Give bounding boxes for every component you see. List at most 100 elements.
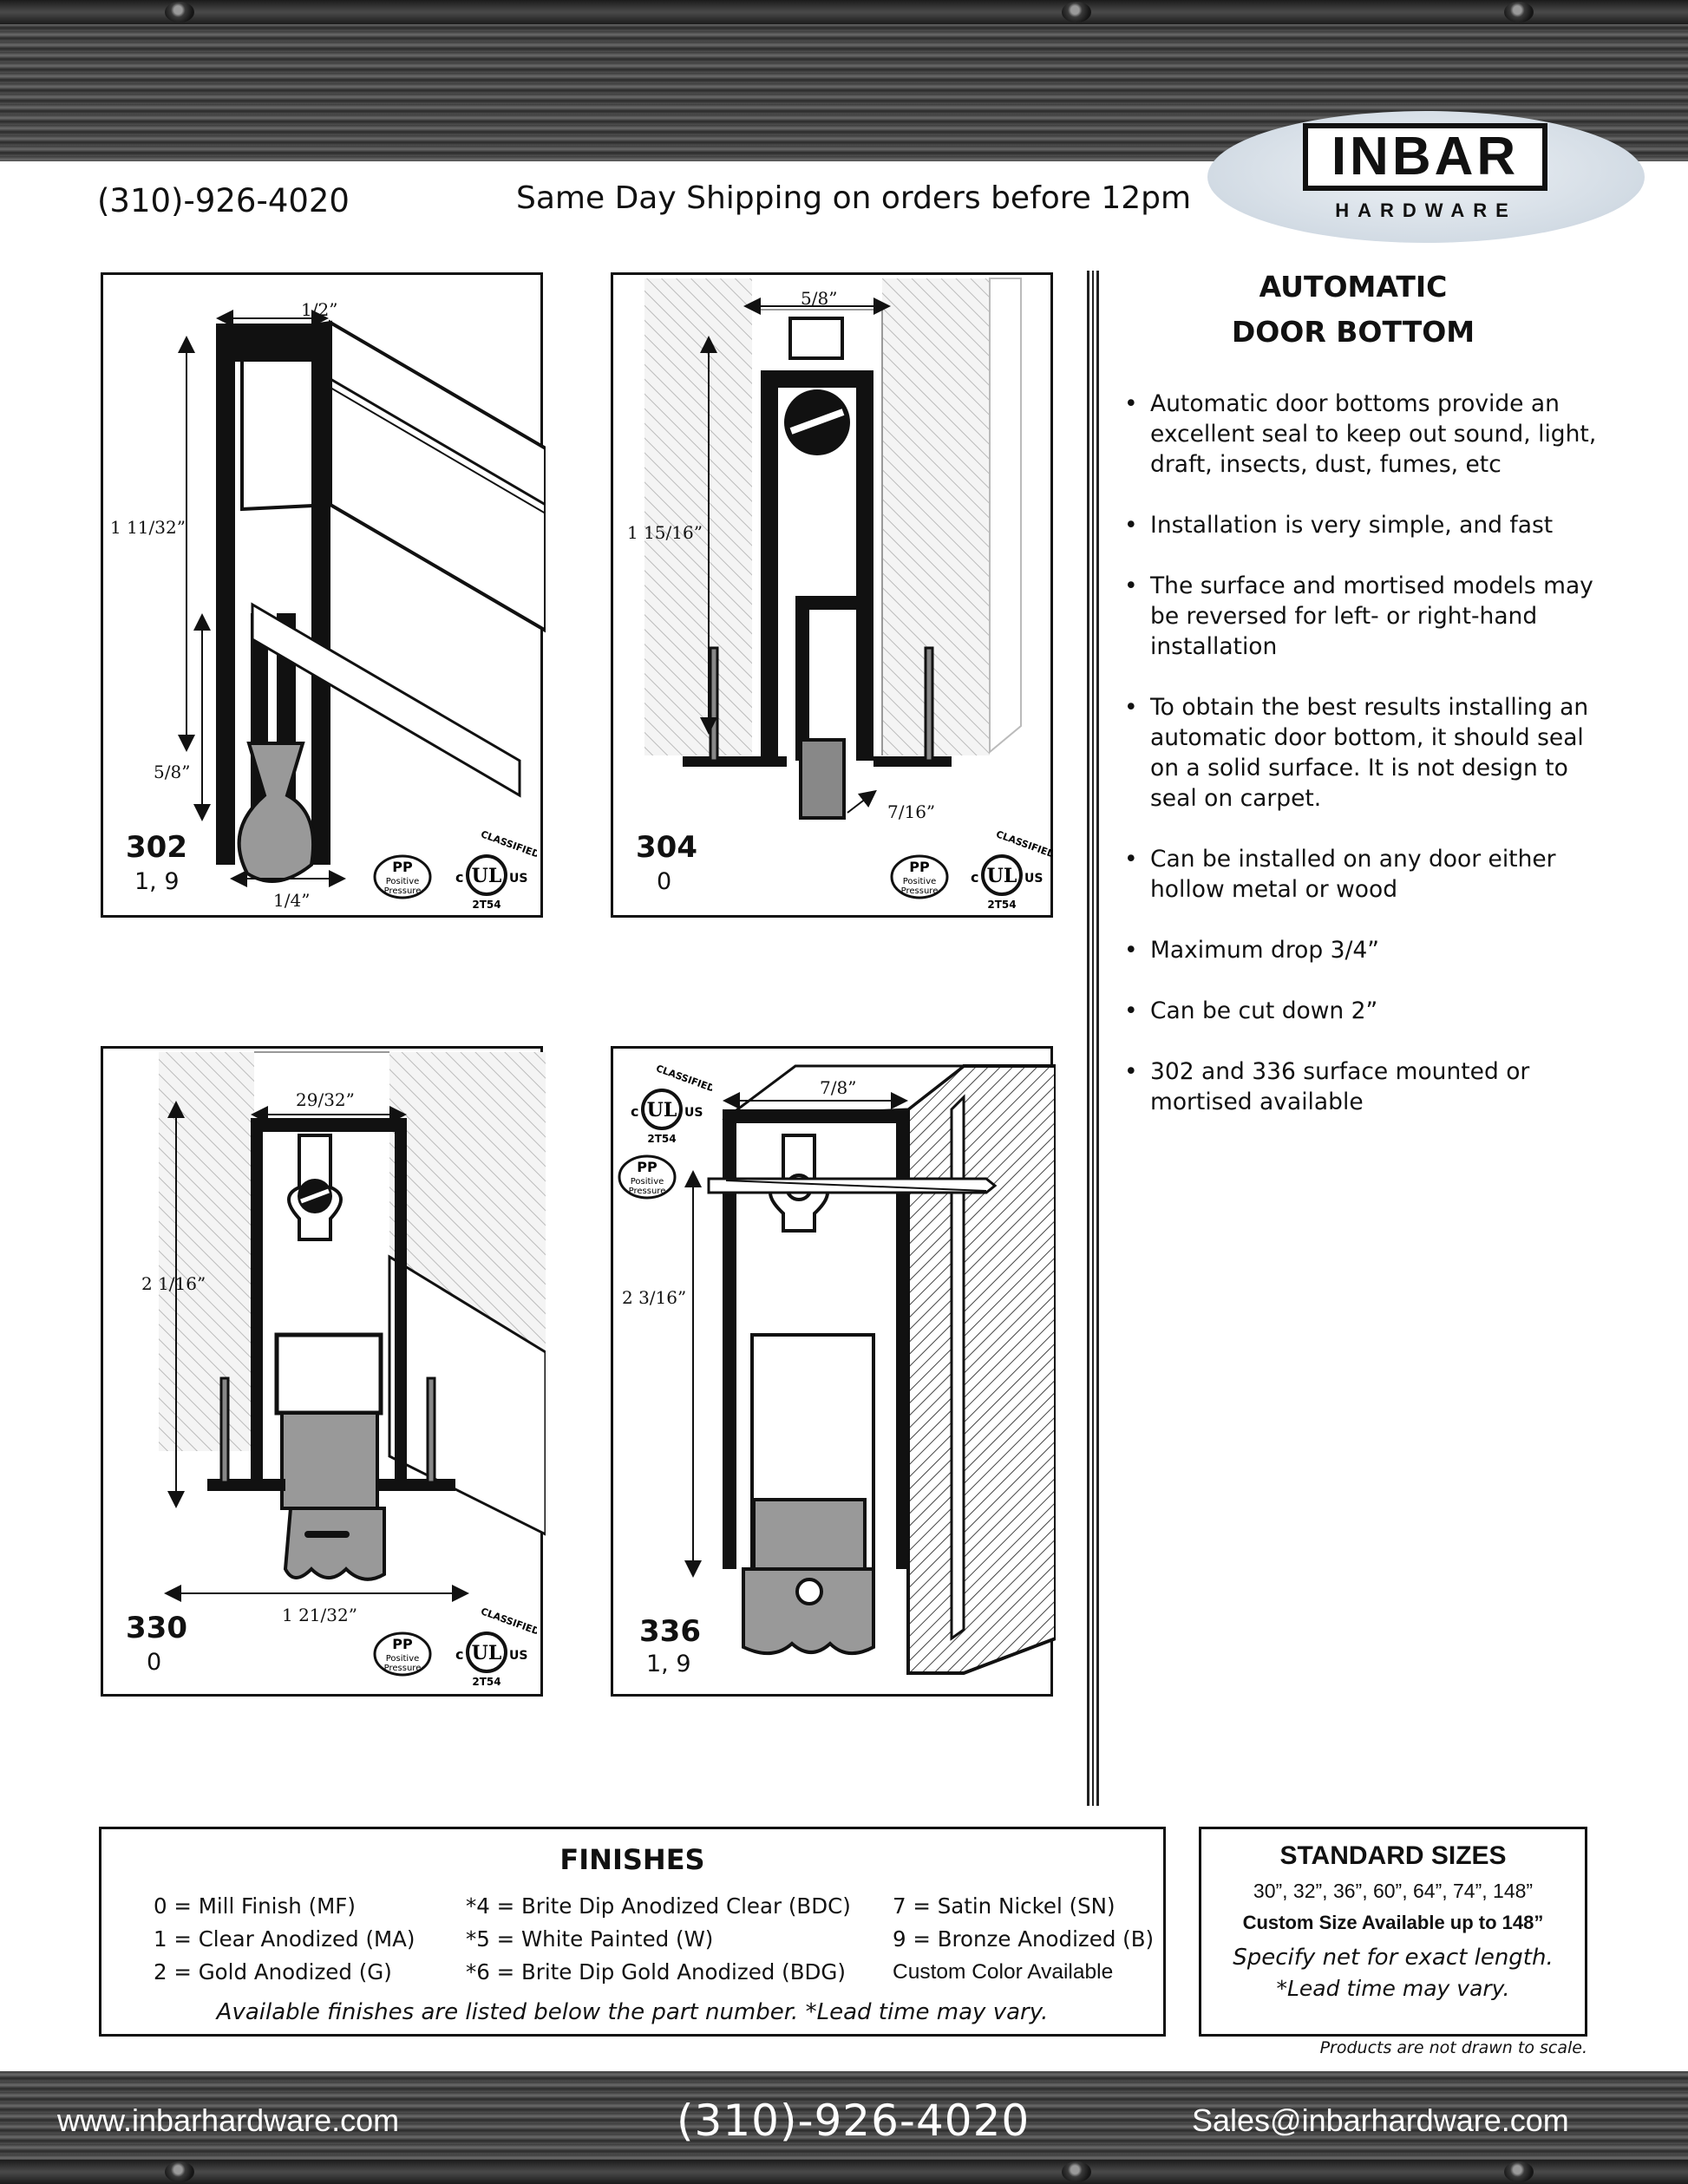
finish-item: 7 = Satin Nickel (SN) xyxy=(893,1893,1116,1919)
svg-text:c: c xyxy=(631,1103,638,1120)
finish-item: 2 = Gold Anodized (G) xyxy=(154,1959,392,1985)
inbar-logo[interactable]: INBAR HARDWARE xyxy=(1207,111,1645,243)
sizes-lead-time: *Lead time may vary. xyxy=(1276,1976,1510,2001)
vertical-divider xyxy=(1087,271,1099,1806)
bolt-icon xyxy=(1504,2,1534,23)
finish-item: *6 = Brite Dip Gold Anodized (BDG) xyxy=(466,1959,846,1985)
svg-text:Pressure: Pressure xyxy=(901,886,939,896)
svg-text:2T54: 2T54 xyxy=(987,899,1016,911)
svg-text:US: US xyxy=(684,1106,703,1120)
diagram-panel-330: 29/32” 2 1/16” 1 21/32” 330 0 PP Positiv… xyxy=(101,1046,546,1697)
svg-text:PP: PP xyxy=(637,1159,658,1175)
logo-subtitle: HARDWARE xyxy=(1335,199,1517,221)
dim-base: 1 21/32” xyxy=(282,1605,357,1625)
dim-seal: 7/16” xyxy=(887,801,935,822)
svg-text:Positive: Positive xyxy=(386,1654,420,1664)
bolt-icon xyxy=(165,2161,194,2182)
svg-text:US: US xyxy=(509,872,527,886)
top-metal-bar xyxy=(0,0,1688,161)
finish-item: *5 = White Painted (W) xyxy=(466,1926,714,1952)
feature-item: Can be cut down 2” xyxy=(1124,996,1619,1026)
finishes-note: Available finishes are listed below the … xyxy=(216,1999,1049,2025)
finishes-title: FINISHES xyxy=(559,1843,705,1876)
svg-text:c: c xyxy=(455,869,463,886)
model-number: 330 xyxy=(126,1611,187,1645)
feature-item: Automatic door bottoms provide an excell… xyxy=(1124,389,1619,480)
svg-text:US: US xyxy=(1024,872,1043,886)
top-rim xyxy=(0,0,1688,24)
svg-text:Positive: Positive xyxy=(631,1177,664,1187)
svg-text:PP: PP xyxy=(392,1636,413,1652)
diagram-302-drawing: 1/2” 1 11/32” 5/8” 1/4” xyxy=(110,299,546,911)
dim-height: 2 1/16” xyxy=(141,1273,206,1294)
model-finishes: 1, 9 xyxy=(134,868,180,895)
shipping-banner: Same Day Shipping on orders before 12pm xyxy=(516,180,1192,216)
sizes-custom: Custom Size Available up to 148” xyxy=(1242,1912,1544,1933)
dim-width: 5/8” xyxy=(801,288,837,309)
logo-wordmark: INBAR xyxy=(1303,123,1547,191)
bottom-rim xyxy=(0,2160,1688,2184)
svg-text:Positive: Positive xyxy=(903,877,937,886)
finish-item: 9 = Bronze Anodized (B) xyxy=(893,1926,1155,1952)
model-number: 304 xyxy=(636,830,697,865)
product-title: AUTOMATIC DOOR BOTTOM xyxy=(1180,265,1527,355)
dim-height: 1 15/16” xyxy=(627,522,703,543)
svg-text:c: c xyxy=(971,869,978,886)
model-number: 302 xyxy=(126,830,187,865)
svg-text:2T54: 2T54 xyxy=(472,899,501,911)
svg-text:2T54: 2T54 xyxy=(472,1676,501,1688)
svg-text:UL: UL xyxy=(472,865,502,887)
feature-list: Automatic door bottoms provide an excell… xyxy=(1124,389,1619,1148)
model-number: 336 xyxy=(639,1614,701,1649)
finish-item: 1 = Clear Anodized (MA) xyxy=(154,1926,415,1952)
svg-text:UL: UL xyxy=(647,1099,677,1121)
svg-text:Pressure: Pressure xyxy=(384,886,422,896)
dim-height: 2 3/16” xyxy=(622,1287,686,1308)
diagram-336-drawing: 7/8” 2 3/16” xyxy=(622,1064,1056,1675)
feature-item: To obtain the best results installing an… xyxy=(1124,692,1619,814)
feature-item: Can be installed on any door either holl… xyxy=(1124,844,1619,905)
bolt-icon xyxy=(1062,2161,1091,2182)
bolt-icon xyxy=(165,2,194,23)
finishes-box: FINISHES 0 = Mill Finish (MF) 1 = Clear … xyxy=(99,1827,1166,2037)
bolt-icon xyxy=(1504,2161,1534,2182)
diagram-304-drawing: 5/8” 1 15/16” 7/16” xyxy=(627,278,1022,822)
standard-sizes-box: STANDARD SIZES 30”, 32”, 36”, 60”, 64”, … xyxy=(1199,1827,1587,2037)
sizes-title: STANDARD SIZES xyxy=(1279,1841,1507,1870)
finishes-column-3: 7 = Satin Nickel (SN) 9 = Bronze Anodize… xyxy=(893,1890,1154,1989)
footer-email-link[interactable]: Sales@inbarhardware.com xyxy=(1192,2102,1569,2138)
svg-text:US: US xyxy=(509,1649,527,1663)
finishes-column-1: 0 = Mill Finish (MF) 1 = Clear Anodized … xyxy=(154,1890,415,1989)
footer-website-link[interactable]: www.inbarhardware.com xyxy=(57,2102,400,2138)
dim-width: 7/8” xyxy=(820,1077,856,1098)
model-finishes: 1, 9 xyxy=(646,1651,691,1677)
finish-item: 0 = Mill Finish (MF) xyxy=(154,1893,356,1919)
svg-text:UL: UL xyxy=(987,865,1017,887)
svg-text:Positive: Positive xyxy=(386,877,420,886)
model-finishes: 0 xyxy=(657,868,672,895)
finish-item: Custom Color Available xyxy=(893,1960,1114,1984)
finishes-column-2: *4 = Brite Dip Anodized Clear (BDC) *5 =… xyxy=(466,1890,851,1989)
feature-item: The surface and mortised models may be r… xyxy=(1124,571,1619,662)
header-phone[interactable]: (310)-926-4020 xyxy=(97,182,350,219)
footer-phone[interactable]: (310)-926-4020 xyxy=(677,2096,1030,2146)
feature-item: Maximum drop 3/4” xyxy=(1124,935,1619,965)
svg-text:UL: UL xyxy=(472,1642,502,1664)
dim-height: 1 11/32” xyxy=(110,517,186,538)
diagram-panel-302: 1/2” 1 11/32” 5/8” 1/4” 302 1, 9 PP Posi… xyxy=(101,272,546,918)
scale-note: Products are not drawn to scale. xyxy=(1319,2038,1587,2057)
diagram-330-drawing: 29/32” 2 1/16” 1 21/32” xyxy=(141,1051,546,1625)
bottom-metal-bar xyxy=(0,2071,1688,2184)
dim-drop: 5/8” xyxy=(154,762,190,782)
feature-item: Installation is very simple, and fast xyxy=(1124,510,1619,540)
svg-text:Pressure: Pressure xyxy=(629,1187,666,1196)
svg-text:Pressure: Pressure xyxy=(384,1664,422,1673)
dim-width: 29/32” xyxy=(296,1089,355,1110)
bolt-icon xyxy=(1062,2,1091,23)
product-title-line2: DOOR BOTTOM xyxy=(1231,315,1475,349)
svg-text:2T54: 2T54 xyxy=(647,1133,676,1145)
diagram-panel-304: 5/8” 1 15/16” 7/16” 304 0 PP Positive Pr… xyxy=(611,272,1053,918)
sizes-specify: Specify net for exact length. xyxy=(1233,1945,1554,1971)
feature-item: 302 and 336 surface mounted or mortised … xyxy=(1124,1056,1619,1117)
model-finishes: 0 xyxy=(147,1649,162,1676)
